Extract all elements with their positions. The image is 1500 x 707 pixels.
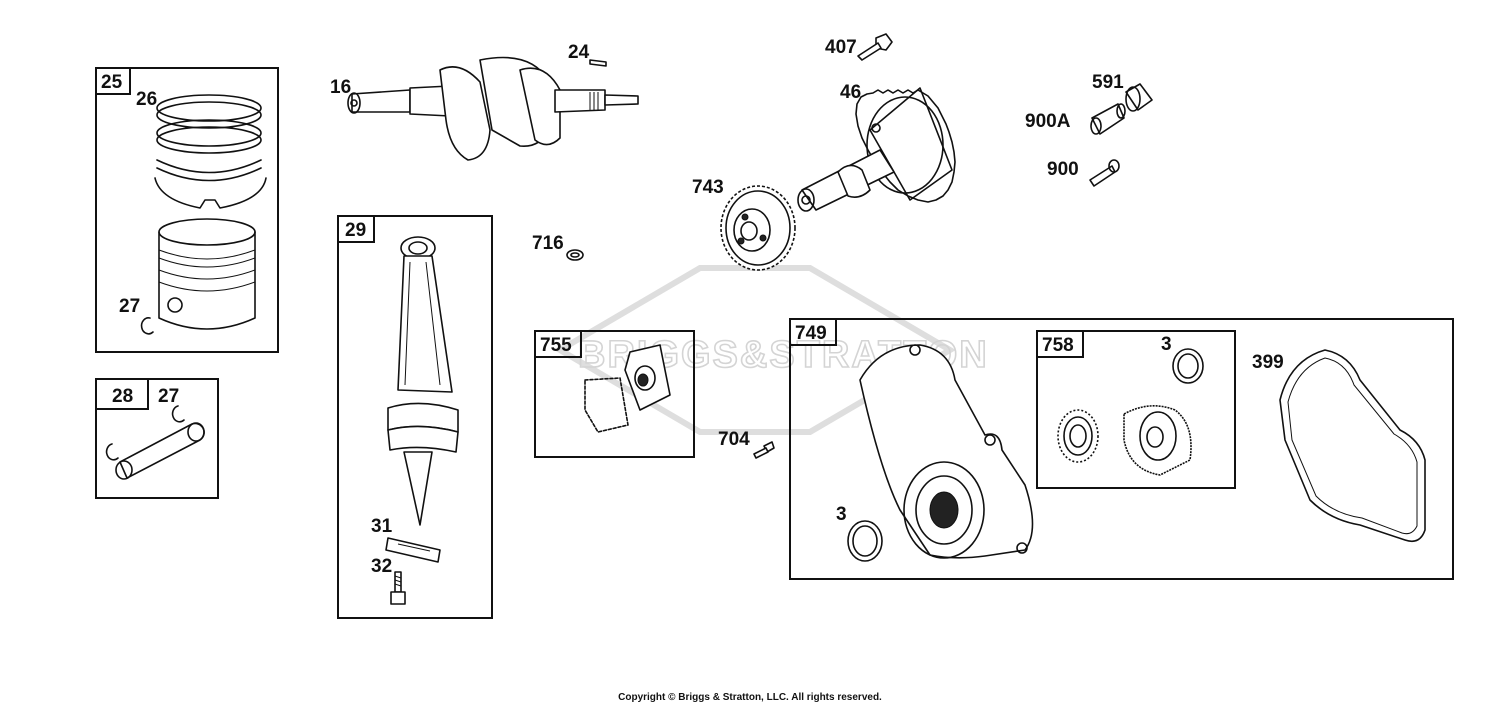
- lifter-900-drawing: [1089, 159, 1120, 187]
- label-716[interactable]: 716: [532, 233, 564, 254]
- label-27-piston[interactable]: 27: [119, 296, 140, 317]
- group-25-label[interactable]: 25: [101, 72, 123, 93]
- seal-591-drawing: [1125, 83, 1153, 112]
- wrist-pin-drawing: [115, 422, 205, 480]
- key-drawing: [589, 59, 607, 67]
- piston-rings-drawing: [154, 94, 267, 209]
- washer-716-drawing: [566, 249, 584, 261]
- wire-clip-drawing: [105, 405, 185, 461]
- label-26[interactable]: 26: [136, 89, 157, 110]
- seal-3-lower-drawing: [847, 520, 883, 562]
- label-32[interactable]: 32: [371, 556, 392, 577]
- group-25-frame: 25: [95, 67, 279, 353]
- label-46[interactable]: 46: [840, 82, 861, 103]
- bearing-cover-drawing: [584, 344, 671, 433]
- label-16[interactable]: 16: [330, 77, 351, 98]
- gasket-399-drawing: [1279, 349, 1426, 543]
- governor-bearing-drawing: [1057, 409, 1099, 463]
- label-3-lower[interactable]: 3: [836, 504, 847, 525]
- group-28-label[interactable]: 28: [112, 386, 133, 407]
- group-749-label[interactable]: 749: [795, 323, 827, 344]
- bolt-704-drawing: [753, 441, 775, 459]
- bolt-407-drawing: [857, 33, 893, 61]
- camshaft-drawing: [797, 87, 956, 212]
- gear-743-drawing: [720, 185, 796, 271]
- lifter-900a-drawing: [1090, 103, 1126, 135]
- group-29-label[interactable]: 29: [345, 220, 366, 241]
- group-29-frame: 29: [337, 215, 493, 619]
- label-704[interactable]: 704: [718, 429, 750, 450]
- group-28-frame: 28: [95, 378, 219, 499]
- gasket-31-drawing: [385, 537, 441, 563]
- label-24[interactable]: 24: [568, 42, 590, 63]
- group-755-label[interactable]: 755: [540, 335, 572, 356]
- label-3-upper[interactable]: 3: [1161, 334, 1172, 355]
- label-27-pin[interactable]: 27: [158, 386, 179, 407]
- connecting-rod-drawing: [387, 236, 459, 526]
- crankshaft-drawing: [347, 56, 639, 161]
- group-755-frame: 755: [534, 330, 695, 458]
- label-407[interactable]: 407: [825, 37, 857, 58]
- label-900a[interactable]: 900A: [1025, 111, 1071, 132]
- label-591[interactable]: 591: [1092, 72, 1124, 93]
- bolt-32-drawing: [390, 571, 406, 605]
- label-31[interactable]: 31: [371, 516, 393, 537]
- crankcase-cover-drawing: [859, 344, 1034, 559]
- label-399[interactable]: 399: [1252, 352, 1284, 373]
- seal-3-upper-drawing: [1172, 348, 1204, 384]
- piston-drawing: [158, 218, 256, 330]
- group-749-frame: 749: [789, 318, 1454, 580]
- label-900[interactable]: 900: [1047, 159, 1079, 180]
- label-743[interactable]: 743: [692, 177, 724, 198]
- group-758-label[interactable]: 758: [1042, 335, 1074, 356]
- group-758-frame: 758: [1036, 330, 1236, 489]
- retaining-clip-a-drawing: [140, 317, 154, 335]
- governor-gear-drawing: [1123, 405, 1192, 476]
- copyright-notice: Copyright © Briggs & Stratton, LLC. All …: [618, 692, 882, 703]
